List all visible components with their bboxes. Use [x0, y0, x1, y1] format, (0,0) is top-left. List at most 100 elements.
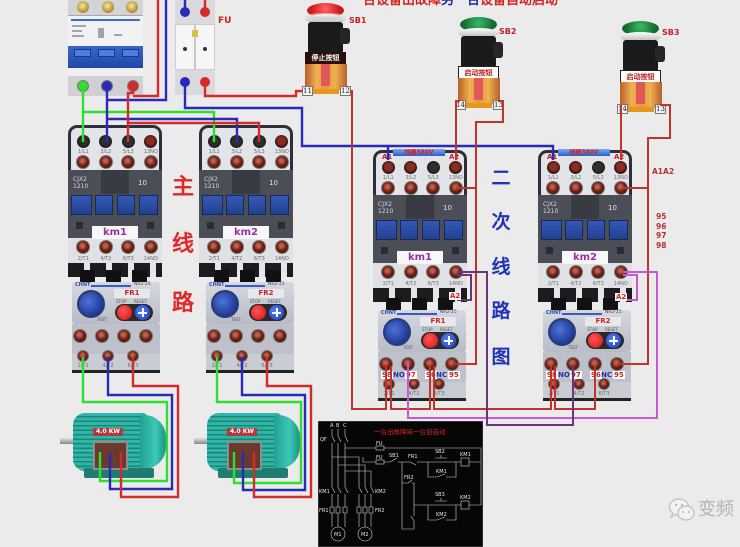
terminal-screw [121, 155, 136, 169]
terminal-screw [211, 350, 223, 362]
contactor-slot [617, 247, 624, 254]
km1-a2-link-label: A2 [449, 292, 462, 300]
terminal-label: 1/L1 [547, 175, 559, 181]
terminal-screw [274, 240, 289, 254]
stop-button [588, 333, 603, 348]
contactor-line-terminals [72, 155, 162, 169]
terminal-label: 6/T3 [127, 363, 139, 369]
terminal-screw [98, 155, 113, 169]
relay-base [543, 398, 631, 401]
terminal-screw [403, 265, 418, 279]
relay-aux-terminals [540, 357, 628, 371]
contactor-blue-block [400, 220, 418, 240]
motor-shaft [60, 437, 75, 444]
terminal-label: 6/T3 [427, 281, 439, 287]
test-text: TEST [231, 317, 241, 322]
coil-voltage-label: 线圈380V [393, 149, 445, 156]
contactor-center-window [232, 170, 260, 194]
terminal-screw [381, 161, 395, 174]
terminal-screw [381, 181, 396, 195]
contactor-blue-block [609, 220, 628, 240]
brand-line [225, 285, 265, 287]
contactor-blue-block [565, 220, 583, 240]
terminal-number: 13 [493, 100, 504, 110]
motor-shaft [194, 437, 209, 444]
secondary-circuit-heading-char: 线 [491, 256, 511, 278]
schematic-coil-km1 [460, 457, 470, 467]
current-setting-dial [383, 318, 411, 346]
terminal-label: 2/T1 [208, 256, 220, 262]
schematic-fr1-power: FR1 [319, 508, 329, 514]
schematic-m1-label: M1 [334, 532, 342, 538]
contact-number-98: 98 [381, 371, 393, 379]
contactor-blue-block [248, 195, 266, 215]
terminal-screw [568, 181, 583, 195]
schematic-km2-contact: KM2 [436, 512, 447, 518]
terminal-screw [408, 378, 420, 390]
schematic-phase-b: B [336, 423, 340, 429]
model-name: CJX2 [73, 176, 87, 183]
terminal-screw [127, 350, 139, 362]
relay-button-housing [421, 332, 459, 349]
breaker-toggle [98, 49, 115, 57]
terminal-screw [77, 350, 89, 362]
secondary-circuit-heading-char: 次 [491, 211, 511, 233]
title-part-1: 一台设备出故障 [350, 0, 442, 8]
terminal-screw [591, 265, 606, 279]
motor-terminal-box [227, 441, 262, 470]
terminal-label: 2/T1 [548, 391, 560, 397]
schematic-control-rung-2 [401, 462, 481, 530]
contactor-load-terminals [72, 240, 162, 254]
secondary-circuit-heading-char: 二 [491, 167, 511, 189]
contactor-center-window [101, 170, 129, 194]
wire-fuse-to-sb1 [203, 82, 302, 98]
terminal-screw [229, 329, 243, 343]
sb1-label: SB1 [349, 16, 367, 25]
terminal-screw [426, 265, 441, 279]
fuse-terminal [180, 7, 190, 17]
contactor-line-terminals [377, 181, 467, 195]
fuse-divider [194, 24, 196, 70]
terminal-screw [207, 155, 222, 169]
terminal-label: 1/L1 [77, 149, 89, 155]
current-setting-dial [548, 318, 576, 346]
relay-brand: CHNT [381, 310, 397, 316]
terminal-screw [546, 181, 561, 195]
schematic-fuse-label: FU [376, 441, 383, 447]
model-rating: 1210 [73, 183, 89, 190]
schematic-phase-a: A [330, 423, 334, 429]
terminal-screw [273, 329, 287, 343]
relay-button-housing [249, 304, 287, 321]
terminal-screw [252, 155, 267, 169]
start-button-sb2: 启动按钮 14 13 [455, 14, 504, 114]
relay-model: NR2-25 [268, 282, 285, 287]
stop-text: STOP [116, 299, 127, 304]
current-setting-dial [77, 290, 105, 318]
contact-type-no: NO [393, 371, 405, 379]
contact-number-96: 96 [590, 371, 602, 379]
terminal-screw [236, 350, 248, 362]
relay-output-terminals [71, 350, 146, 362]
schematic-fr2: FR2 [404, 475, 414, 481]
terminal-screw [426, 181, 441, 195]
relay-aux-terminals [375, 357, 463, 371]
schematic-km1-contact: KM1 [436, 469, 447, 475]
terminal-screw [433, 378, 445, 390]
terminal-screw [117, 329, 131, 343]
fuse-terminal [200, 7, 210, 17]
schematic-sb1: SB1 [389, 453, 399, 459]
aux-contact-code: 10 [138, 179, 147, 187]
contact-number-95: 95 [448, 371, 460, 379]
aux-contact-code: 10 [443, 204, 452, 212]
contactor-blue-block [422, 220, 440, 240]
fuse-label: FU [218, 16, 232, 26]
schematic-motor-m2 [357, 526, 373, 542]
coil-terminal-a2: A2 [449, 153, 460, 161]
